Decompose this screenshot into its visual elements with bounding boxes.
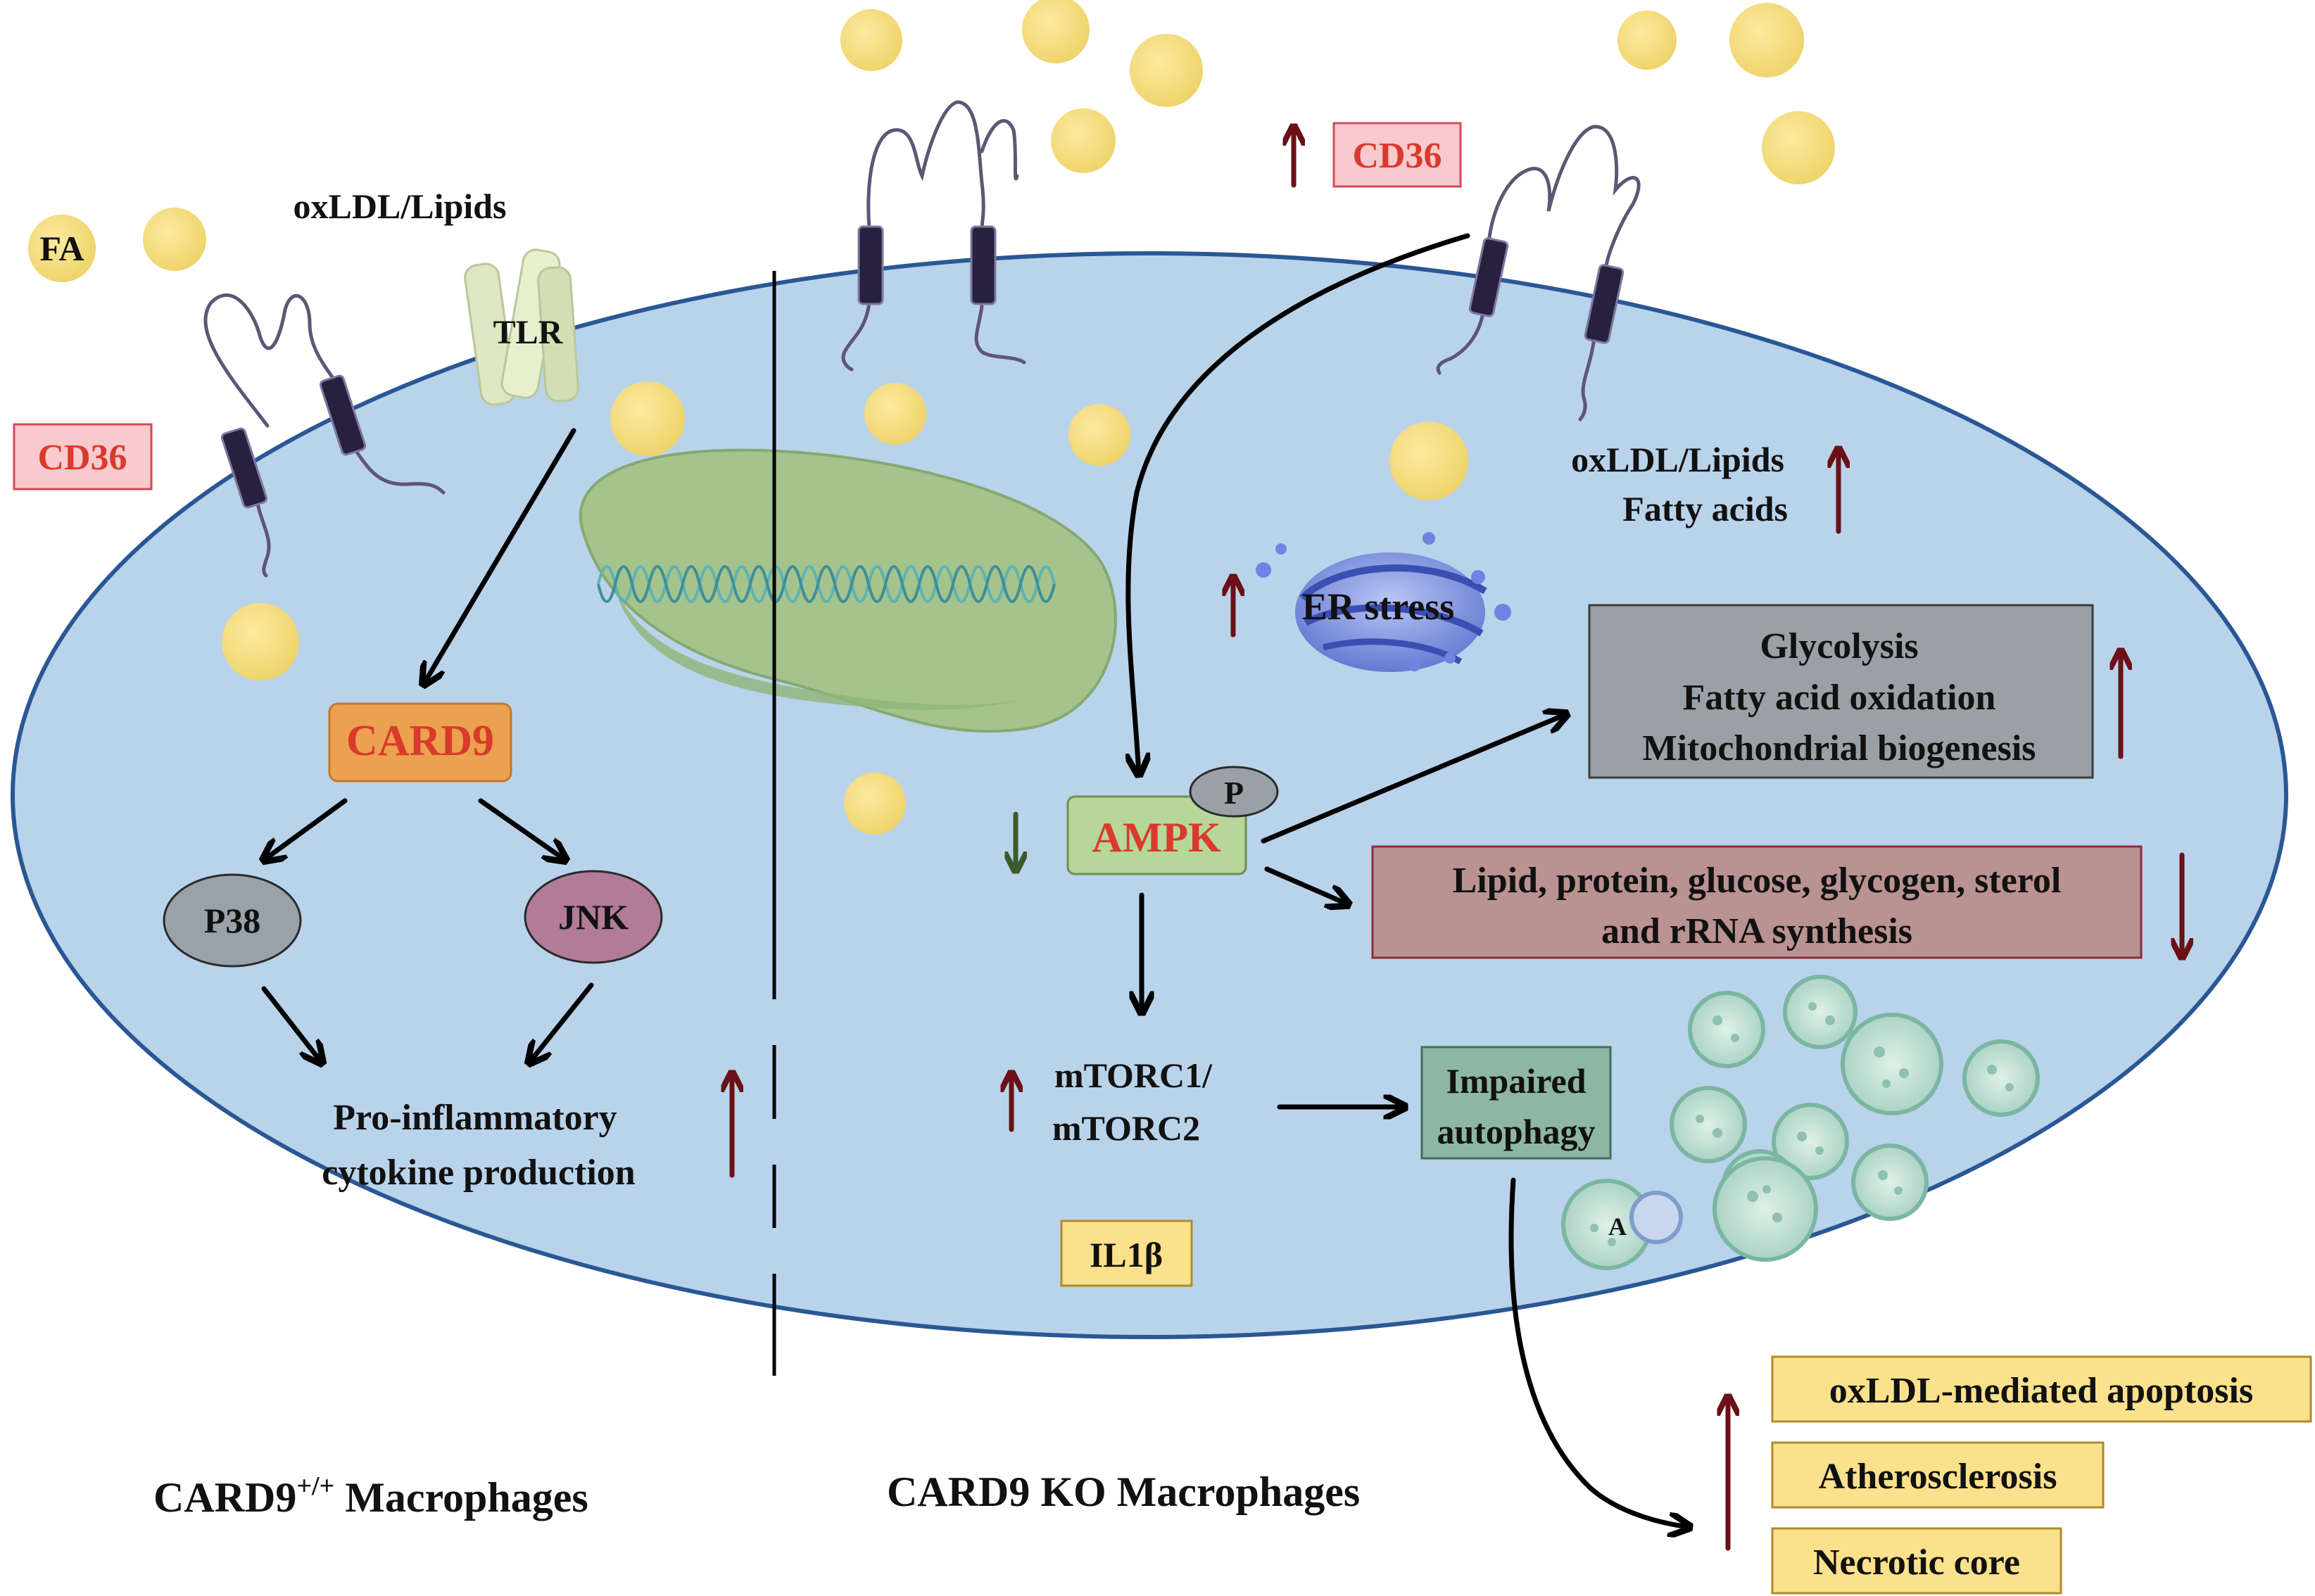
vesicle-icon: [1962, 1039, 2040, 1117]
lipid-droplet-icon: [1762, 111, 1835, 184]
vesicle-icon: [1851, 1144, 1929, 1221]
metabolism-box: [1588, 604, 2094, 779]
lipid-droplet-icon: [1389, 422, 1468, 500]
mitochondrion-icon: [579, 448, 1117, 733]
arrow-jnk-to-cytokine: [529, 982, 594, 1063]
impaired-line2: autophagy: [1437, 1112, 1595, 1151]
impaired-line1: Impaired: [1446, 1061, 1586, 1101]
atherosclerosis-box: [1771, 1441, 2105, 1509]
lipid-droplet-icon: [1068, 404, 1130, 466]
fatty-acids-label: Fatty acids: [1622, 489, 1788, 528]
vesicle-icon: [1670, 1086, 1747, 1163]
p38-node: [163, 873, 302, 968]
jnk-node: [524, 870, 663, 964]
left-caption: CARD9+/+ Macrophages: [153, 1471, 588, 1521]
il1b-label: IL1β: [1090, 1235, 1163, 1274]
impaired-autophagy-box: [1420, 1046, 1612, 1160]
synthesis-box: [1371, 845, 2143, 959]
lipid-droplet-icon: [610, 381, 685, 456]
card9-box: [328, 702, 512, 783]
er-stress-label: ER stress: [1302, 585, 1455, 628]
arrow-tlr-to-card9: [424, 428, 576, 684]
mtorc2-label: mTORC2: [1052, 1108, 1200, 1148]
cd36-left-label: CD36: [37, 438, 127, 478]
arrow-ampk-to-metabolism: [1261, 714, 1566, 844]
lipid-droplet-icon: [840, 9, 902, 71]
card9-label: CARD9: [346, 717, 494, 765]
mito-biogenesis-label: Mitochondrial biogenesis: [1642, 728, 2036, 768]
lipid-droplet-icon: [844, 773, 906, 835]
cd36-receptor-middle-icon: [841, 100, 1026, 372]
lipid-droplet-icon: [1617, 11, 1677, 70]
arrow-card9-to-jnk: [478, 798, 565, 860]
vesicle-icon: [1629, 1191, 1683, 1244]
arrow-p38-to-cytokine: [261, 986, 322, 1063]
jnk-label: JNK: [558, 897, 629, 937]
autophagosome-label: A: [1608, 1212, 1627, 1241]
lipid-droplet-icon: [1130, 34, 1203, 107]
lipid-droplet-icon: [222, 603, 299, 680]
necrotic-core-box: [1771, 1527, 2062, 1595]
apoptosis-label: oxLDL-mediated apoptosis: [1829, 1371, 2253, 1411]
synthesis-line2: and rRNA synthesis: [1601, 911, 1912, 951]
arrow-autophagy-to-outcomes: [1508, 1177, 1689, 1527]
necrotic-core-label: Necrotic core: [1813, 1543, 2020, 1583]
right-caption: CARD9 KO Macrophages: [887, 1469, 1360, 1515]
il1b-box: [1060, 1220, 1193, 1287]
lipid-droplet-icon: [864, 383, 926, 445]
vesicle-icon: [1712, 1156, 1818, 1262]
p38-label: P38: [204, 901, 261, 940]
lipid-droplet-icon: [1729, 3, 1804, 77]
vesicle-inner-detail: [1590, 1002, 2014, 1246]
ampk-box: [1066, 795, 1247, 875]
oxldl-lipids-right-label: oxLDL/Lipids: [1571, 440, 1784, 479]
fa-node: [28, 215, 96, 282]
tlr-receptor-icon: [464, 248, 579, 406]
phospho-node: [1189, 766, 1279, 818]
vesicle-icon: [1772, 1103, 1849, 1180]
arrow-ampk-to-synthesis: [1264, 866, 1348, 904]
arrow-card9-to-p38: [264, 798, 348, 860]
text-labels: FA oxLDL/Lipids TLR CD36 CARD9 P38 JNK P…: [37, 136, 2253, 1583]
ampk-label: AMPK: [1092, 814, 1221, 861]
oxldl-lipids-left-label: oxLDL/Lipids: [294, 186, 507, 226]
cd36-receptor-right-icon: [1436, 125, 1641, 422]
vesicle-icon: [1841, 1013, 1943, 1115]
cd36-receptor-left-icon: [203, 293, 446, 578]
glycolysis-label: Glycolysis: [1760, 626, 1918, 666]
pathway-arrows: [261, 233, 1689, 1527]
vesicle-icon: [1783, 975, 1857, 1049]
vesicle-cluster: [1561, 975, 2040, 1270]
synthesis-line1: Lipid, protein, glucose, glycogen, stero…: [1453, 861, 2062, 901]
arrow-cd36-to-ampk: [1128, 233, 1470, 774]
er-stress-icon: [1256, 532, 1511, 672]
mtorc1-label: mTORC1/: [1054, 1056, 1213, 1095]
apoptosis-box: [1771, 1355, 2312, 1423]
phospho-label: P: [1224, 775, 1244, 811]
cd36-right-box: [1332, 122, 1462, 188]
fao-label: Fatty acid oxidation: [1683, 678, 1996, 718]
pro-inflammatory-line1: Pro-inflammatory: [333, 1098, 617, 1138]
fa-label: FA: [40, 229, 84, 268]
cd36-right-label: CD36: [1352, 136, 1442, 176]
node-shapes: [13, 122, 2312, 1595]
vesicle-icon: [1688, 991, 1765, 1068]
cd36-left-box: [13, 423, 153, 490]
lipid-droplet-icon: [143, 208, 206, 271]
pro-inflammatory-line2: cytokine production: [322, 1153, 636, 1193]
lipid-droplet-icon: [1022, 0, 1090, 63]
tlr-label: TLR: [493, 314, 564, 351]
lipid-droplet-icon: [1051, 108, 1116, 173]
atherosclerosis-label: Atherosclerosis: [1819, 1457, 2057, 1497]
regulation-indicators: [732, 127, 2182, 1551]
